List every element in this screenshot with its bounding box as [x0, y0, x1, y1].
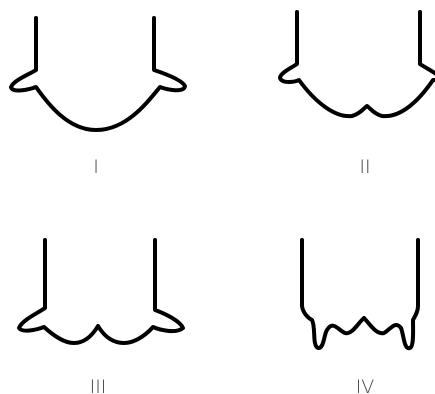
shape-2-outline	[278, 10, 435, 119]
shape-4-outline	[300, 238, 420, 351]
label-3: III	[90, 376, 107, 394]
label-1: I	[93, 156, 99, 178]
label-2: II	[359, 156, 370, 178]
shape-3: III	[17, 238, 185, 394]
shape-4: IV	[300, 238, 420, 394]
label-4: IV	[356, 376, 375, 394]
shape-1-outline	[9, 16, 187, 132]
shape-3-outline	[17, 238, 185, 345]
shape-2: II	[278, 10, 435, 178]
shape-1: I	[9, 16, 187, 178]
